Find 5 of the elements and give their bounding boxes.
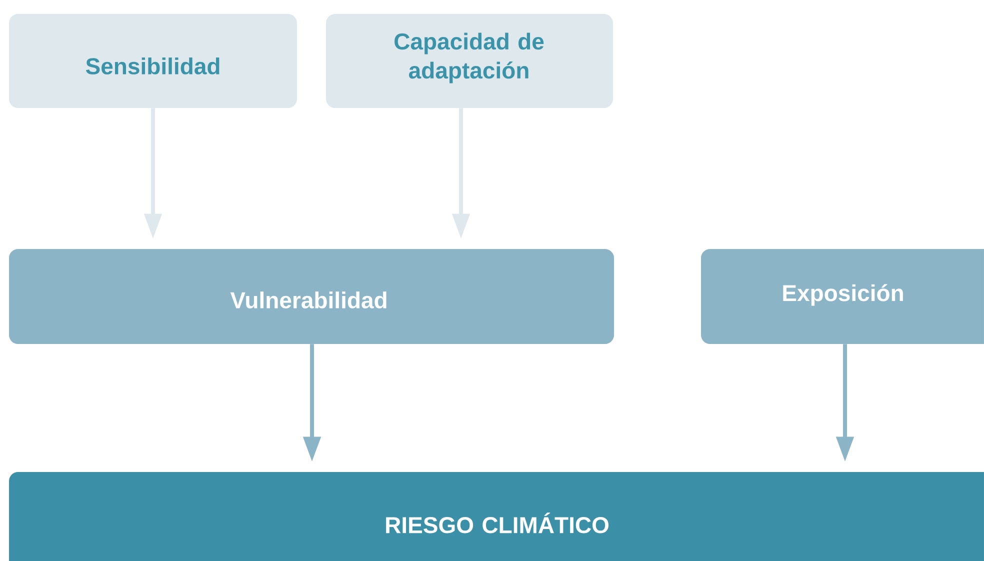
process-box: RIESGO CLIMÁTICO [9, 472, 984, 561]
process-box: Capacidad de adaptación [326, 14, 613, 108]
process-box: Vulnerabilidad [9, 249, 614, 344]
process-box: Sensibilidad [9, 14, 297, 108]
process-box: Exposición [701, 249, 984, 344]
